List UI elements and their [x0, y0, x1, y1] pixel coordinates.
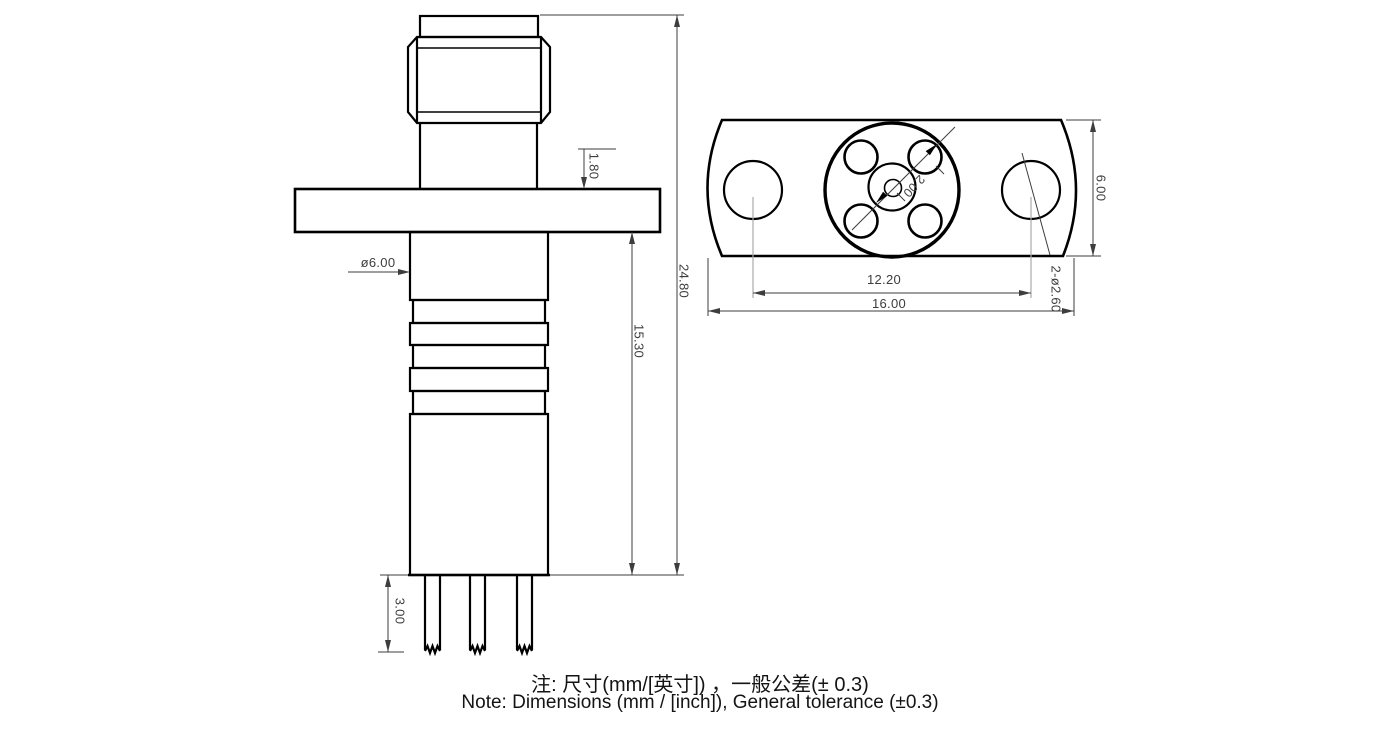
dim-pin-length: 3.00: [393, 598, 408, 625]
core-circle: [843, 203, 879, 239]
dim-flange-thickness: 1.80: [587, 153, 602, 180]
arrowhead: [581, 177, 587, 189]
side-view: [293, 14, 662, 657]
dim-hole-pitch: 12.20: [867, 272, 901, 287]
arrowhead: [385, 640, 391, 652]
pin: [515, 575, 534, 657]
connector-cap: [418, 14, 540, 39]
note-chinese: 注: 尺寸(mm/[英寸]) ，一般公差(± 0.3): [531, 674, 869, 696]
leader-line: [1021, 152, 1051, 256]
extension-tick: [935, 165, 945, 175]
arrowhead: [629, 563, 635, 575]
arrowhead: [674, 563, 680, 575]
body-rib: [408, 321, 550, 347]
dimension-line: [851, 126, 956, 231]
dim-core-pitch: 2.00: [900, 172, 927, 200]
extension-tick: [896, 192, 906, 202]
flange-outline: [706, 118, 1078, 258]
dim-flange-width: 16.00: [872, 296, 906, 311]
note-english: Note: Dimensions (mm / [inch]), General …: [461, 692, 939, 713]
body-groove: [411, 343, 547, 370]
pin: [468, 575, 487, 657]
core-circle: [843, 139, 879, 175]
arrowhead: [1062, 308, 1074, 314]
arrowhead: [385, 575, 391, 587]
body-upper: [408, 230, 550, 302]
side-view-dimensions: 24.80 15.30 1.80 ø6.00 3.00: [348, 14, 692, 653]
dim-mounting-holes: 2-ø2.60: [1049, 266, 1064, 313]
pin: [423, 575, 442, 657]
arrowhead: [1090, 244, 1096, 256]
dim-flange-height: 6.00: [1094, 175, 1109, 202]
arrowhead: [1019, 290, 1031, 296]
hex-nut: [406, 35, 552, 125]
top-view-dimensions: 6.00 12.20 16.00 2-ø2.60 2.00: [707, 119, 1109, 316]
barrel-circle: [823, 121, 961, 259]
body-rib: [408, 366, 550, 393]
dim-overall-length: 24.80: [677, 264, 692, 298]
arrowhead: [629, 232, 635, 244]
arrowhead: [753, 290, 765, 296]
dim-body-length: 15.30: [632, 324, 647, 358]
core-circle: [907, 203, 943, 239]
core-circle: [907, 139, 943, 175]
arrowhead: [398, 269, 410, 275]
arrowhead: [876, 191, 888, 203]
inner-circle: [867, 162, 917, 212]
body-lower: [408, 412, 550, 577]
body-groove: [411, 389, 547, 416]
dim-body-diameter: ø6.00: [361, 255, 396, 270]
top-view: [706, 118, 1078, 259]
arrowhead: [1090, 120, 1096, 132]
flange: [293, 187, 662, 234]
center-core-circle: [883, 178, 903, 198]
body-groove: [411, 298, 547, 325]
arrowhead: [925, 144, 937, 156]
arrowhead: [674, 15, 680, 27]
arrowhead: [708, 308, 720, 314]
